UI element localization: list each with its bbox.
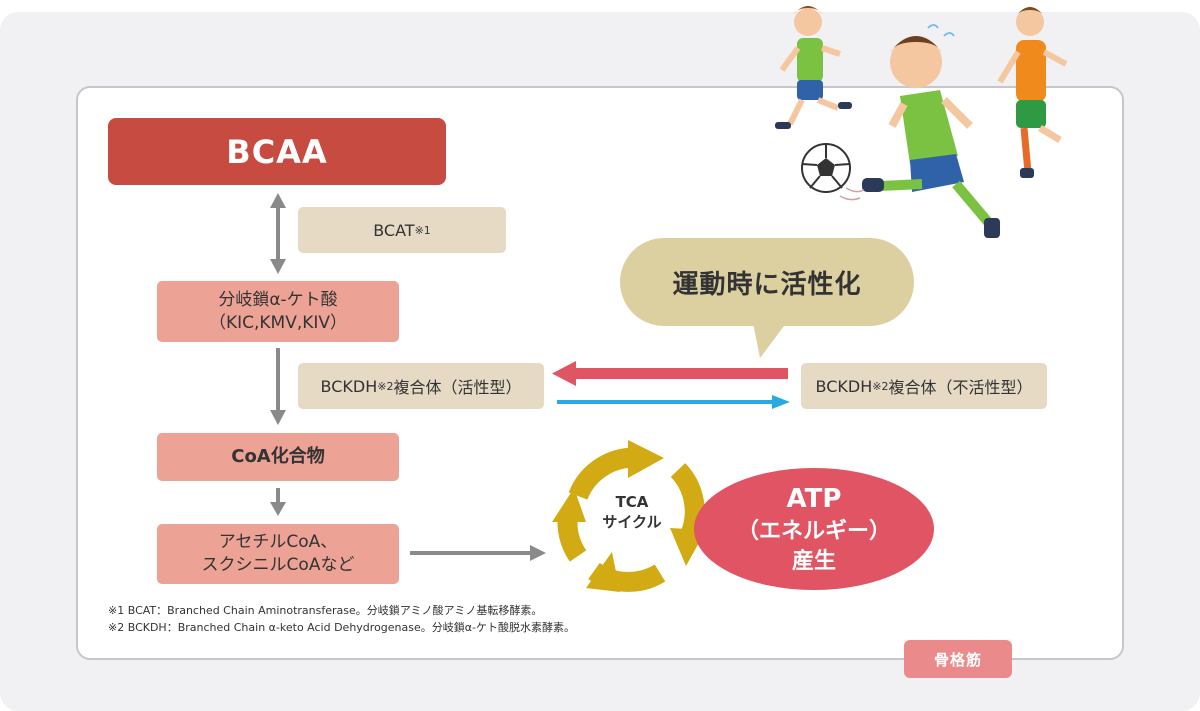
bckdh-inactive-label: BCKDH: [815, 376, 873, 396]
ketoacid-line2: （KIC,KMV,KIV）: [208, 312, 348, 333]
tca-cycle-arrowheads: [552, 440, 706, 592]
bckdh-inactive-suffix: 複合体（不活性型）: [888, 378, 1033, 397]
bcaa-box: BCAA: [108, 118, 446, 185]
ketoacid-box: 分岐鎖α-ケト酸 （KIC,KMV,KIV）: [157, 281, 399, 342]
soccer-players-illustration: [775, 6, 1068, 238]
coa-box: CoA化合物: [157, 433, 399, 481]
footnote-2: ※2 BCKDH：Branched Chain α-keto Acid Dehy…: [108, 621, 575, 635]
atp-ellipse: [694, 468, 934, 590]
bcaa-label: BCAA: [226, 132, 328, 171]
footnotes: ※1 BCAT：Branched Chain Aminotransferase。…: [108, 602, 575, 636]
down-arrow-1: [270, 348, 286, 425]
acetyl-coa-box: アセチルCoA、 スクシニルCoAなど: [157, 524, 399, 584]
speech-bubble: [620, 238, 914, 358]
bckdh-active-note-mark: ※2: [377, 379, 394, 393]
bubble-text: 運動時に活性化: [672, 269, 862, 300]
tca-cycle-label: TCA サイクル: [584, 493, 680, 532]
atp-label: ATP （エネルギー） 産生: [694, 468, 934, 590]
bcat-box: BCAT※1: [298, 207, 506, 253]
player-main: [862, 24, 1000, 238]
tca-line2: サイクル: [602, 512, 662, 531]
bckdh-inactive-note-mark: ※2: [872, 379, 889, 393]
bckdh-active-label: BCKDH: [320, 376, 378, 396]
bcat-note-mark: ※1: [414, 223, 431, 237]
footnote-1: ※1 BCAT：Branched Chain Aminotransferase。…: [108, 604, 543, 617]
atp-line2: （エネルギー）: [736, 518, 891, 544]
soccer-ball: [801, 143, 865, 201]
bidirectional-arrow: [270, 193, 286, 274]
down-arrow-2: [270, 488, 286, 516]
ketoacid-line1: 分岐鎖α-ケト酸: [218, 289, 338, 310]
coa-label: CoA化合物: [231, 445, 325, 467]
atp-line1: ATP: [786, 483, 842, 514]
atp-line3: 産生: [791, 548, 836, 574]
bcat-label: BCAT: [373, 220, 415, 240]
skeletal-muscle-tag: 骨格筋: [904, 640, 1012, 678]
player-right: [997, 7, 1068, 178]
bckdh-active-suffix: 複合体（活性型）: [393, 378, 522, 397]
inactivation-arrow: [557, 395, 790, 409]
activation-arrow: [552, 361, 788, 386]
right-arrow-to-tca: [410, 545, 546, 561]
tca-line1: TCA: [615, 493, 649, 511]
acetyl-line2: スクシニルCoAなど: [201, 555, 355, 575]
acetyl-line1: アセチルCoA、: [218, 532, 338, 553]
player-left: [775, 6, 852, 129]
